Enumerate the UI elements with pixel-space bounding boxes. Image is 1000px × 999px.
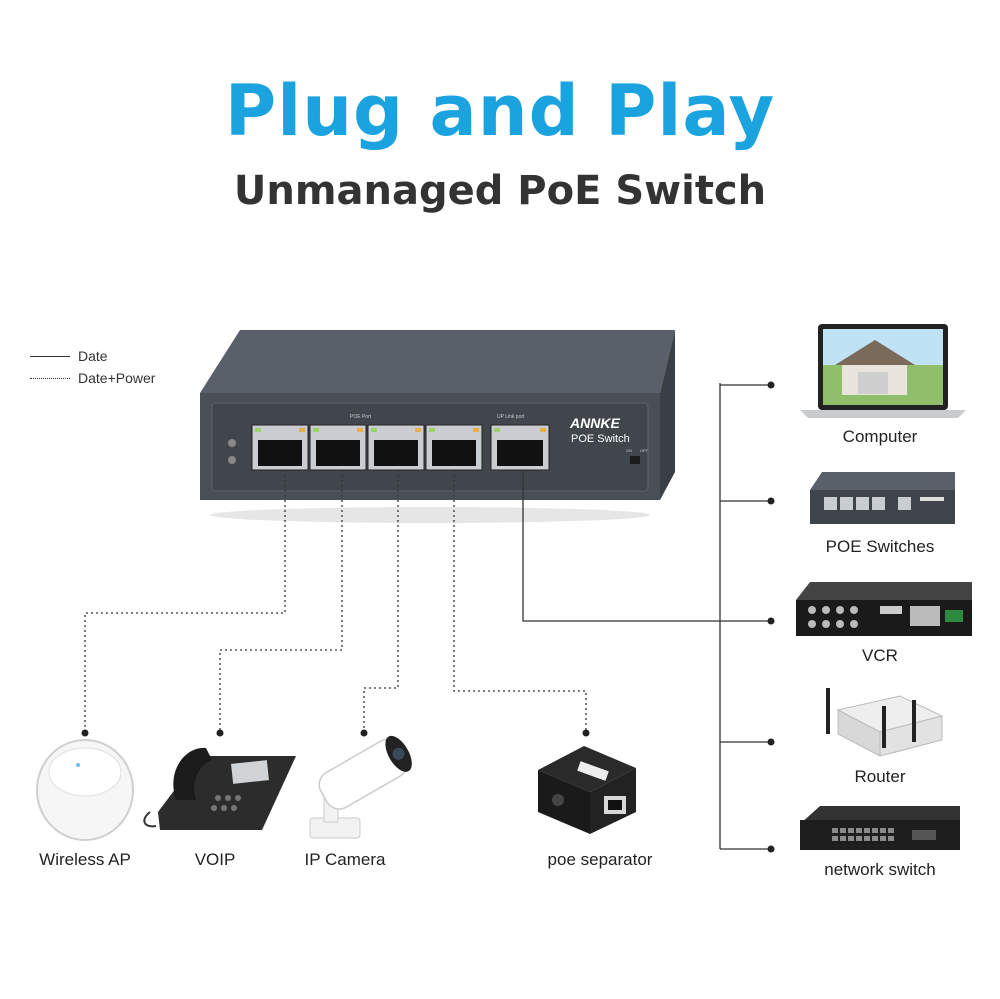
voip-phone-icon — [143, 747, 296, 830]
legend-label-data: Date — [78, 348, 108, 364]
legend-label-data-power: Date+Power — [78, 370, 156, 386]
uplink-port-label: UP Link port — [497, 414, 525, 420]
poe-port-3 — [367, 424, 425, 471]
label-computer: Computer — [842, 427, 918, 446]
network-switch-icon — [800, 806, 960, 850]
solid-line-icon — [30, 355, 70, 357]
poe-connection-lines — [84, 470, 587, 732]
switch-model: POE Switch — [571, 433, 630, 445]
label-voip: VOIP — [194, 850, 236, 869]
legend-item-data: Date — [30, 345, 155, 367]
page-subtitle: Unmanaged PoE Switch — [233, 168, 767, 214]
vcr-icon — [796, 582, 972, 636]
poe-port-label: POE Port — [350, 414, 372, 420]
switch-off-label: OFF — [640, 448, 649, 453]
legend-item-data-power: Date+Power — [30, 367, 155, 389]
label-ip-camera: IP Camera — [304, 850, 386, 869]
laptop-icon — [800, 324, 966, 418]
label-poe-separator: poe separator — [547, 850, 653, 869]
poe-connection-dots — [81, 729, 590, 737]
poe-separator-icon — [538, 746, 636, 834]
switch-on-label: ON — [626, 448, 632, 453]
label-vcr: VCR — [862, 646, 898, 665]
switch-shadow — [210, 507, 650, 523]
poe-switch-device: POE Port UP Link port ANNKE — [200, 330, 675, 523]
poe-port-4 — [425, 424, 483, 471]
power-led-icon — [228, 439, 236, 447]
poe-switch-icon — [810, 472, 955, 524]
dip-switch-icon — [630, 456, 640, 464]
label-wireless-ap: Wireless AP — [39, 850, 131, 869]
label-network-switch: network switch — [824, 860, 936, 879]
ip-camera-icon — [309, 735, 412, 839]
status-led-icon — [228, 456, 236, 464]
line-port4-poe-separator — [453, 470, 587, 732]
router-icon — [826, 688, 944, 757]
line-uplink-trunk — [522, 470, 720, 622]
line-port2-voip — [219, 470, 343, 732]
dot-poe-separator — [582, 729, 590, 737]
page-title: Plug and Play — [224, 70, 776, 152]
switch-brand: ANNKE — [569, 415, 620, 431]
uplink-connection-dots — [767, 381, 775, 853]
poe-port-1 — [251, 424, 309, 471]
line-port1-wireless-ap — [84, 470, 286, 732]
switch-side — [660, 330, 675, 500]
line-port3-ip-camera — [363, 470, 399, 732]
dot-voip — [216, 729, 224, 737]
legend: Date Date+Power — [30, 345, 155, 389]
dotted-line-icon — [30, 377, 70, 379]
label-router: Router — [854, 767, 906, 786]
wireless-ap-icon — [36, 739, 134, 841]
switch-top — [200, 330, 675, 393]
dot-ip-camera — [360, 729, 368, 737]
uplink-port — [490, 424, 550, 471]
label-poe-switches: POE Switches — [825, 537, 935, 556]
poe-port-2 — [309, 424, 367, 471]
uplink-connection-lines — [522, 383, 770, 850]
dot-wireless-ap — [81, 729, 89, 737]
